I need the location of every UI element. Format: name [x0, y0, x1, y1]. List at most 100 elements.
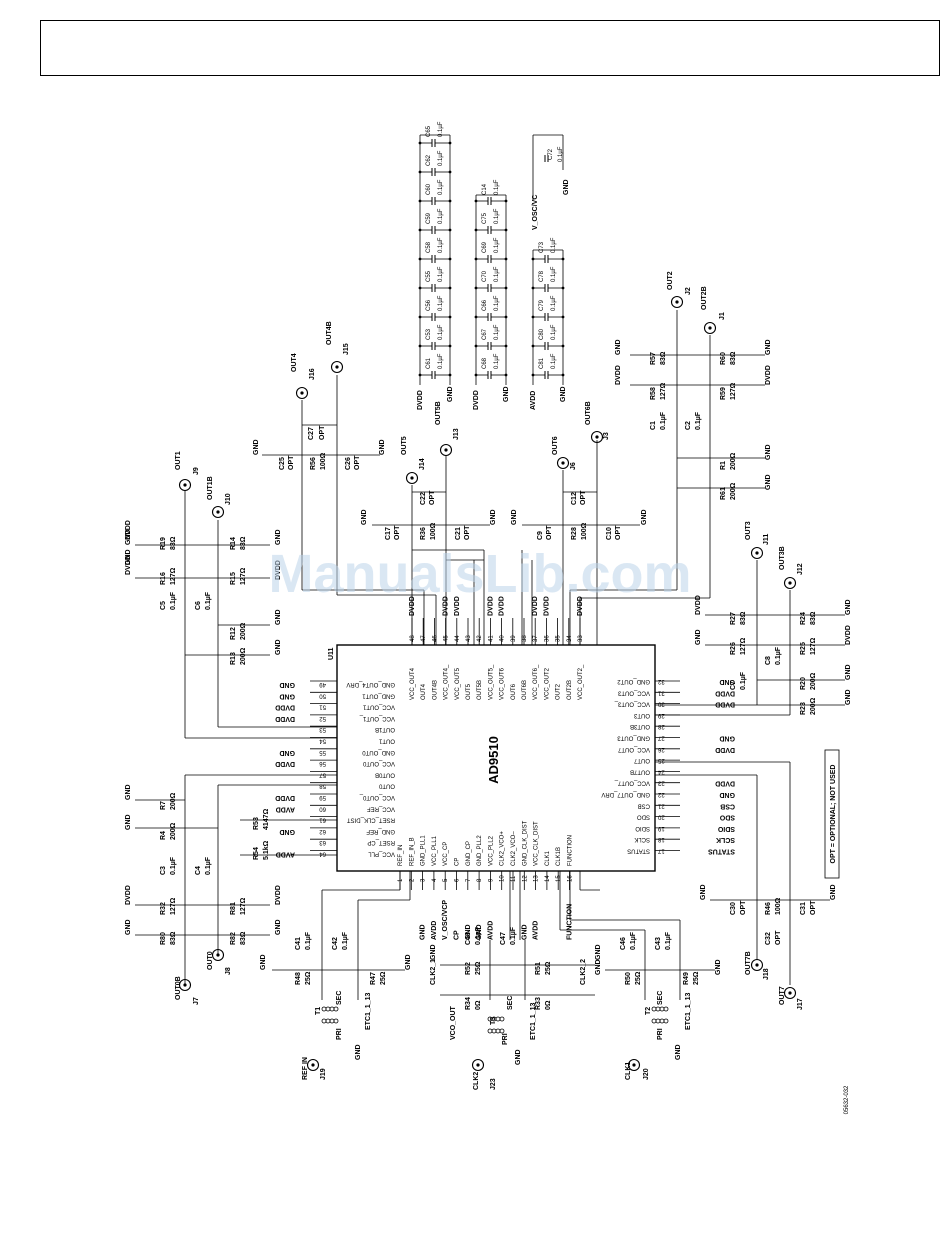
component-label: R50 [625, 972, 632, 985]
component-label: R26 [730, 642, 737, 655]
component-label: R12 [230, 627, 237, 640]
component-label: C10 [606, 527, 613, 540]
component-label: GND [515, 1049, 522, 1065]
component-label: R81 [230, 902, 237, 915]
component-label: GND [355, 1044, 362, 1060]
net-label: DVDD [543, 596, 550, 616]
component-label: GND [125, 814, 132, 830]
pin-number: 12 [522, 875, 528, 882]
component-label: C8 [765, 656, 772, 665]
pin-number: 23 [657, 780, 664, 786]
cap-value: 0.1µF [494, 295, 500, 311]
net-label: GND [465, 924, 472, 940]
component-label: OUT7B [745, 951, 752, 975]
pin-number: 19 [657, 825, 664, 831]
pin-name: OUT1B [375, 726, 395, 732]
component-label: R47 [370, 972, 377, 985]
junction-dot [531, 315, 535, 319]
cap-ref: C72 [548, 148, 554, 160]
component-label: 83Ω [240, 931, 247, 945]
component-label: C4 [195, 866, 202, 875]
component-label: J17 [797, 998, 804, 1010]
sma-center-pin [788, 581, 792, 585]
junction-dot [531, 257, 535, 261]
junction-dot [474, 228, 478, 232]
sma-center-pin [755, 963, 759, 967]
component-label: GND [845, 689, 852, 705]
component-label: R24 [800, 612, 807, 625]
net-label: SCLK [716, 836, 735, 843]
sma-connector-icon [330, 360, 344, 374]
component-label: R48 [295, 972, 302, 985]
component-label: R34 [465, 997, 472, 1010]
component-label: SEC [657, 991, 664, 1005]
component-label: OUT5 [401, 436, 408, 455]
component-label: J13 [453, 428, 460, 440]
component-label: OPT [615, 525, 622, 540]
transformer-coil-icon [491, 1028, 497, 1034]
pin-name: GND_PLL1 [421, 835, 427, 866]
pin-number: 27 [657, 735, 664, 741]
pin-name: SDO [637, 814, 650, 820]
component-label: OPT [775, 930, 782, 945]
pin-name: VCC_OUT7 [617, 746, 650, 752]
component-label: R61 [720, 487, 727, 500]
sma-center-pin [708, 326, 712, 330]
component-label: 127Ω [730, 382, 737, 400]
cap-value: 0.1µF [494, 324, 500, 340]
component-label: 25Ω [693, 971, 700, 985]
sma-connector-icon [178, 978, 192, 992]
component-label: C46 [620, 937, 627, 950]
pin-name: GND_OUT4_DRV [346, 681, 395, 687]
sma-center-pin [675, 300, 679, 304]
component-label: 127Ω [810, 637, 817, 655]
component-label: C42 [332, 937, 339, 950]
component-label: 127Ω [660, 382, 667, 400]
pin-name: OUT6B [522, 680, 528, 700]
component-label: R19 [160, 537, 167, 550]
component-label: DVDD [695, 595, 702, 615]
pin-name: VCC_OUT3_ [614, 701, 650, 707]
sma-connector-icon [590, 430, 604, 444]
pin-number: 44 [455, 635, 461, 642]
component-label: GND [700, 884, 707, 900]
junction-dot [448, 373, 452, 377]
net-label: DVDD [499, 596, 506, 616]
transformer-coil-icon [663, 1006, 669, 1012]
component-label: OUT0 [207, 951, 214, 970]
junction-dot [504, 199, 508, 203]
component-label: 25Ω [545, 961, 552, 975]
cap-value: 0.1µF [494, 208, 500, 224]
component-label: ETC1_1_13 [530, 1003, 537, 1040]
component-label: 200Ω [170, 822, 177, 840]
component-label: J14 [419, 458, 426, 470]
component-label: J15 [343, 343, 350, 355]
component-label: R1 [720, 461, 727, 470]
cap-value: 0.1µF [438, 295, 444, 311]
cap-ref: C66 [482, 299, 488, 311]
pin-number: 6 [455, 878, 461, 882]
component-label: OPT [429, 490, 436, 505]
cap-ref: C53 [426, 328, 432, 340]
component-label: 0.1µF [510, 926, 517, 945]
sma-center-pin [183, 483, 187, 487]
component-label: OPT [354, 455, 361, 470]
component-label: ETC1_1_13 [365, 993, 372, 1030]
transformer-coil-icon [325, 1006, 331, 1012]
cap-value: 0.1µF [494, 179, 500, 195]
junction-dot [504, 373, 508, 377]
pin-name: OUT5B [477, 680, 483, 700]
pin-number: 14 [545, 875, 551, 882]
component-label: R80 [160, 932, 167, 945]
component-label: 200Ω [730, 482, 737, 500]
pin-number: 54 [319, 738, 326, 744]
component-label: GND [260, 954, 267, 970]
cap-ref: C62 [426, 154, 432, 166]
component-label: 127Ω [740, 637, 747, 655]
pin-number: 59 [319, 794, 326, 800]
cap-value: 0.1µF [551, 266, 557, 282]
component-label: GND [641, 509, 648, 525]
pin-number: 24 [657, 768, 664, 774]
pin-name: VCC_OUT6 [500, 667, 506, 700]
